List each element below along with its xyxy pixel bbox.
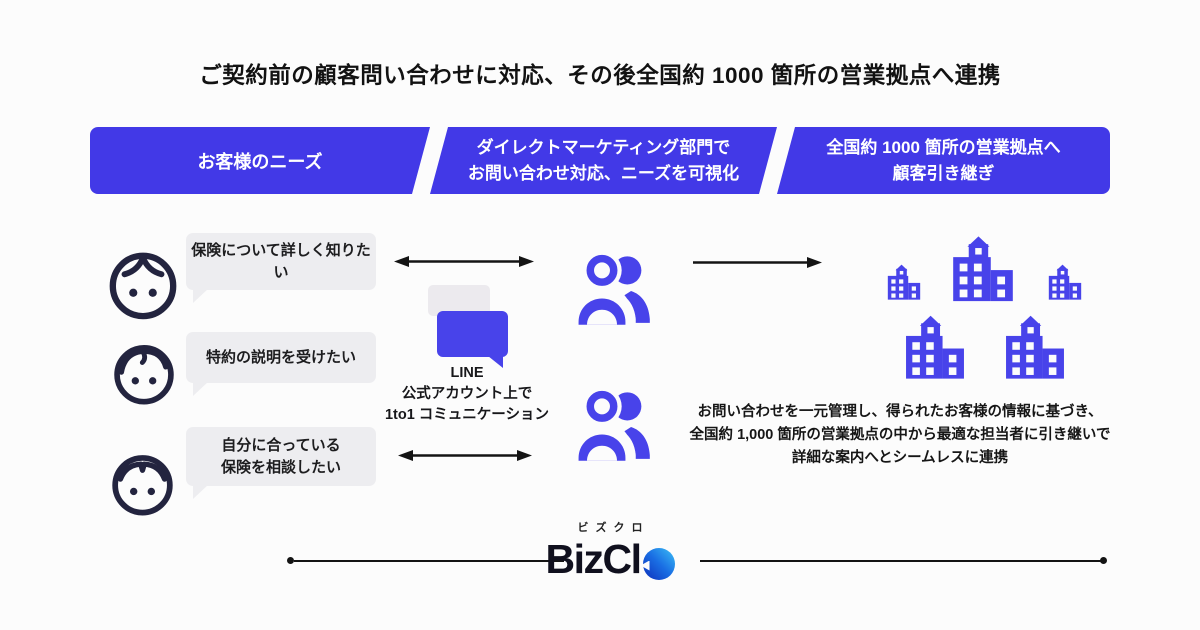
bizclo-logo-o-tail bbox=[640, 560, 650, 571]
speech-bubble-insurance-info: 保険について詳しく知りたい bbox=[186, 233, 376, 303]
bizclo-logo-wordmark: BizCl bbox=[545, 536, 643, 582]
banner-sales-handoff: 全国約 1000 箇所の営業拠点へ 顧客引き継ぎ bbox=[777, 127, 1110, 194]
bizclo-logo-o-bubble-icon bbox=[640, 547, 675, 580]
handoff-arrow bbox=[693, 257, 822, 268]
building-icon-small-left bbox=[885, 263, 923, 300]
banner-customer-needs: お客様のニーズ bbox=[90, 127, 430, 194]
chat-bubble-front-icon bbox=[437, 311, 508, 368]
speech-bubble-text: 保険を相談したい bbox=[220, 458, 341, 476]
speech-bubble-text: 特約の説明を受けたい bbox=[205, 348, 356, 366]
young-man-face-icon bbox=[114, 344, 174, 405]
speech-bubble-text: 自分に合っている bbox=[221, 436, 341, 454]
banner-customer-needs-label: お客様のニーズ bbox=[197, 151, 323, 172]
woman-face-icon bbox=[109, 252, 177, 320]
building-icon-medium-right bbox=[1001, 313, 1069, 379]
line-channel-line1: LINE bbox=[450, 365, 484, 381]
bizclo-logo-kana: ビズクロ bbox=[577, 522, 650, 534]
footer-rule-left bbox=[294, 560, 564, 562]
agents-group-icon-bottom bbox=[572, 387, 662, 467]
building-icon-large-center bbox=[948, 233, 1018, 302]
two-way-arrow-top bbox=[394, 256, 534, 267]
line-channel-line2: 公式アカウント上で bbox=[401, 386, 533, 403]
line-channel-line3: 1to1 コミュニケーション bbox=[384, 407, 550, 424]
footer-rule-right bbox=[700, 560, 1102, 562]
agents-group-icon-top bbox=[572, 251, 662, 331]
banner-sales-handoff-line1: 全国約 1000 箇所の営業拠点へ bbox=[826, 138, 1061, 157]
footer-rule-dot-right bbox=[1100, 557, 1107, 564]
banner-direct-marketing-line1: ダイレクトマーケティング部門で bbox=[476, 138, 731, 157]
process-banner-row: お客様のニーズ ダイレクトマーケティング部門で お問い合わせ対応、ニーズを可視化… bbox=[90, 127, 1110, 194]
banner-sales-handoff-line2: 顧客引き継ぎ bbox=[892, 163, 995, 183]
speech-bubble-tail bbox=[193, 381, 209, 396]
speech-bubble-consult-insurance: 自分に合っている 保険を相談したい bbox=[186, 427, 376, 499]
handoff-description: お問い合わせを一元管理し、得られたお客様の情報に基づき、 全国約 1,000 箇… bbox=[670, 401, 1130, 471]
speech-bubble-tail bbox=[193, 288, 209, 303]
building-icon-medium-left bbox=[901, 313, 969, 379]
speech-bubble-tail bbox=[193, 484, 209, 499]
footer-rule-dot-left bbox=[287, 557, 294, 564]
banner-direct-marketing: ダイレクトマーケティング部門で お問い合わせ対応、ニーズを可視化 bbox=[430, 127, 777, 194]
building-icon-small-right bbox=[1046, 263, 1084, 300]
speech-bubble-text: 保険について詳しく知りたい bbox=[191, 241, 371, 281]
bizclo-logo: ビズクロ BizCl bbox=[530, 519, 690, 583]
banner-direct-marketing-line2: お問い合わせ対応、ニーズを可視化 bbox=[467, 163, 740, 183]
handoff-description-line3: 詳細な案内へとシームレスに連携 bbox=[791, 450, 1009, 467]
chat-bubble-back-icon bbox=[428, 285, 490, 316]
man-face-icon bbox=[112, 455, 173, 516]
handoff-description-line2: 全国約 1,000 箇所の営業拠点の中から最適な担当者に引き継いで bbox=[689, 427, 1111, 444]
line-channel-caption: LINE 公式アカウント上で 1to1 コミュニケーション bbox=[372, 363, 562, 426]
speech-bubble-rider-explanation: 特約の説明を受けたい bbox=[186, 332, 376, 396]
two-way-arrow-bottom bbox=[398, 450, 532, 461]
handoff-description-line1: お問い合わせを一元管理し、得られたお客様の情報に基づき、 bbox=[697, 404, 1103, 420]
page-title: ご契約前の顧客問い合わせに対応、その後全国約 1000 箇所の営業拠点へ連携 bbox=[199, 63, 1001, 88]
